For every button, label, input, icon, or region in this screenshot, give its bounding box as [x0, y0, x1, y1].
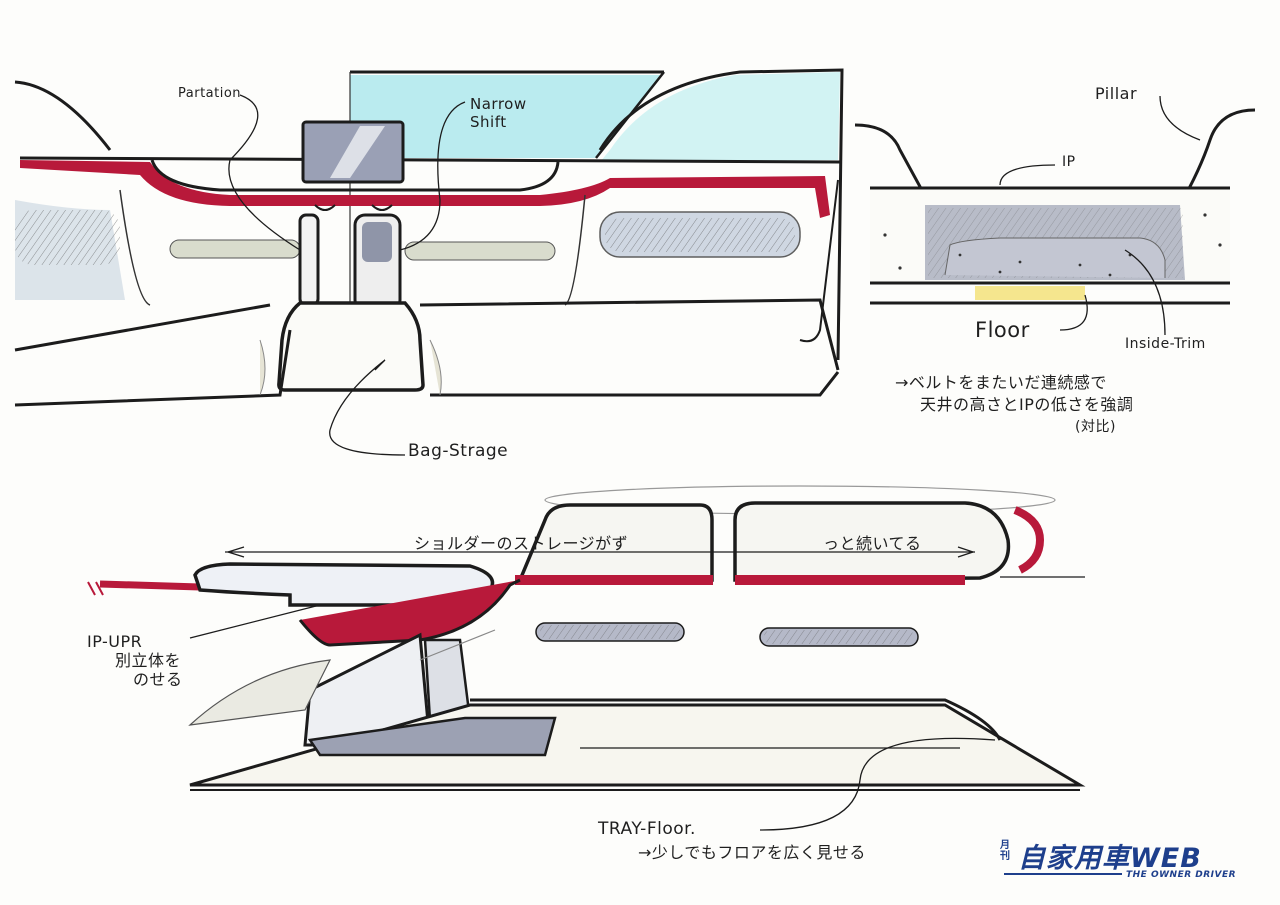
label-pillar: Pillar [1095, 84, 1138, 103]
floor-yellow [975, 286, 1085, 300]
tray-floor-note: →少しでもフロアを広く見せる [638, 843, 866, 862]
front-view-sketch [14, 68, 844, 456]
label-bag-strage: Bag-Strage [408, 441, 509, 461]
label-inside-trim: Inside-Trim [1125, 336, 1206, 352]
note-line-1: →ベルトをまたいだ連続感で [895, 373, 1107, 392]
shoulder-storage-2 [733, 501, 1011, 582]
publication-logo: 月刊 自家用車WEB THE OWNER DRIVER [1000, 838, 1250, 884]
tray-floor-title: TRAY-Floor. [598, 819, 696, 839]
windshield-glass [350, 75, 662, 158]
logo-main-text: 自家用車WEB [1018, 843, 1202, 874]
side-window-glass [600, 72, 840, 162]
ip-upr-line-2: 別立体を [115, 651, 182, 670]
note-contrast: →ベルトをまたいだ連続感で 天井の高さとIPの低さを強調 (対比) [895, 372, 1133, 438]
label-shoulder-storage-b: っと続いてる [823, 534, 922, 553]
logo-subtitle: THE OWNER DRIVER [1126, 870, 1237, 880]
section-view-sketch [854, 95, 1256, 336]
ip-belt-red [20, 160, 830, 218]
side-view-sketch [87, 485, 1086, 831]
ip-upr-line-3: のせる [133, 670, 183, 689]
logo-gekkan: 月刊 [1000, 840, 1010, 862]
ip-upr-line-1: IP-UPR [87, 632, 143, 651]
logo-underline [1004, 873, 1122, 875]
shoulder-storage-1 [517, 503, 714, 582]
note-line-2: 天井の高さとIPの低さを強調 [920, 395, 1134, 414]
label-narrow-shift: Narrow Shift [470, 95, 527, 131]
label-shoulder-storage-a: ショルダーのストレージがず [414, 534, 629, 553]
note-line-3: (対比) [1075, 419, 1116, 435]
label-ip-upr: IP-UPR 別立体を のせる [87, 632, 183, 689]
bag-storage [277, 301, 425, 392]
label-tray-floor: TRAY-Floor. →少しでもフロアを広く見せる [598, 817, 866, 865]
label-partation: Partation [178, 86, 242, 101]
label-ip: IP [1062, 154, 1076, 170]
label-floor: Floor [975, 318, 1030, 342]
